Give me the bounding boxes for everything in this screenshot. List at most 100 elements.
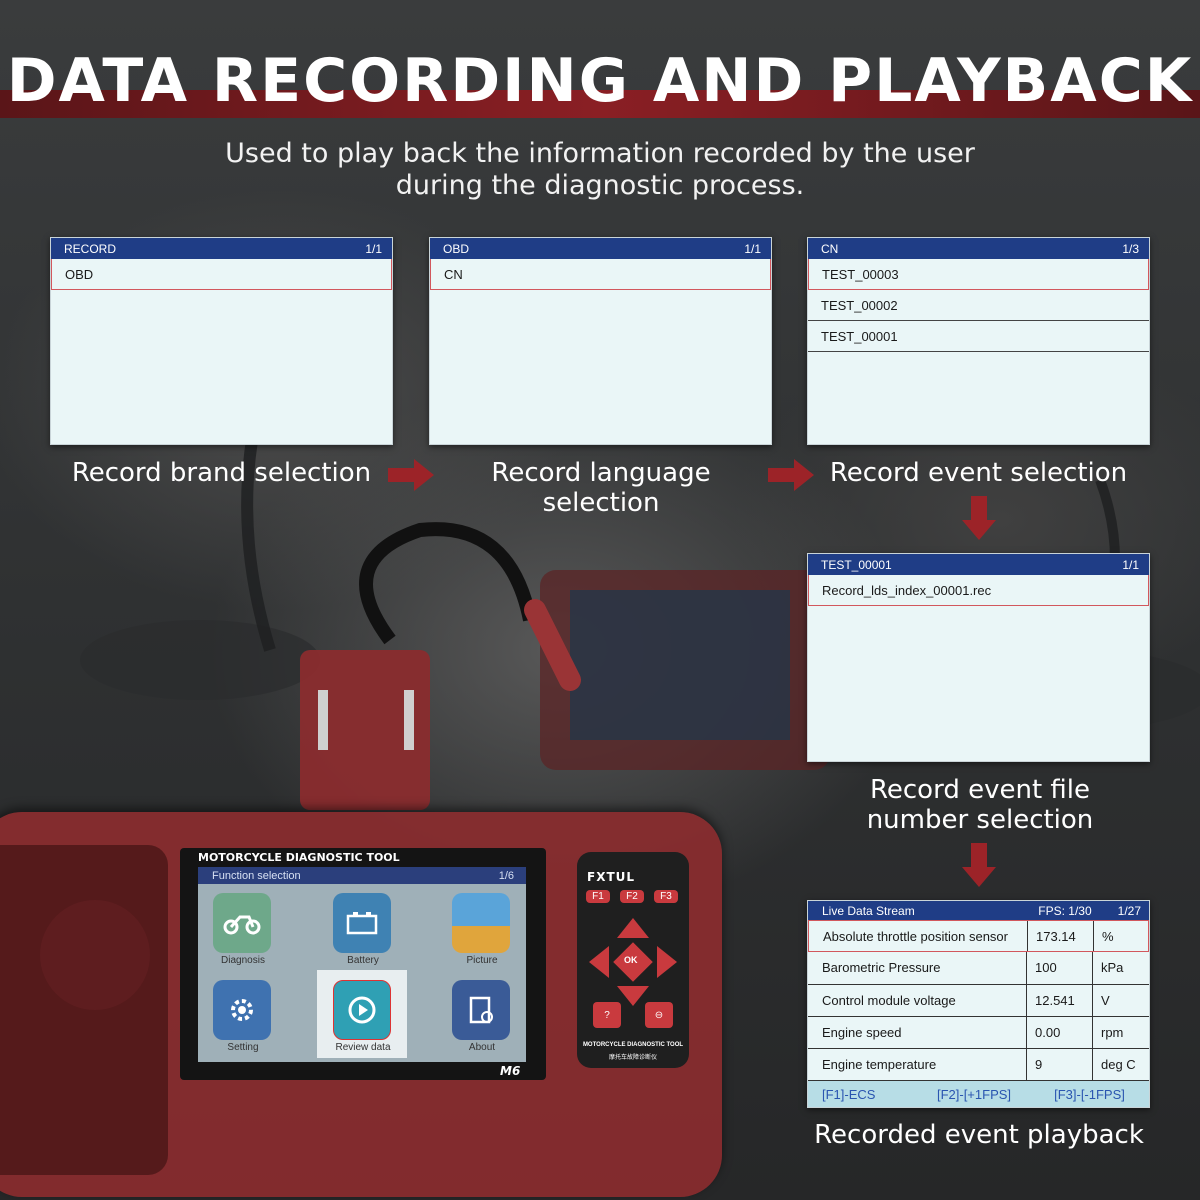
app-label: Diagnosis (221, 955, 265, 966)
keypad-brand: FXTUL (587, 870, 636, 884)
up-arrow-icon[interactable] (617, 918, 649, 938)
param-name: Engine temperature (808, 1049, 1027, 1081)
live-data-screen: Live Data Stream FPS: 1/30 1/27 Absolute… (807, 900, 1150, 1108)
gear-icon (231, 999, 253, 1021)
replay-icon (348, 996, 376, 1024)
ok-label: OK (624, 955, 638, 965)
arrow-right-icon (768, 459, 814, 491)
list-item[interactable]: TEST_00002 (808, 290, 1149, 321)
file-screen-header: TEST_00001 1/1 (808, 554, 1149, 575)
keypad: FXTUL F1 F2 F3 OK ? ⊖ MOTORCYCLE DIAGNOS… (577, 852, 689, 1068)
review-data-app-icon[interactable] (333, 980, 391, 1040)
back-button[interactable]: ⊖ (645, 1002, 673, 1028)
param-value: 0.00 (1027, 1016, 1093, 1049)
setting-app-icon[interactable] (213, 980, 271, 1040)
brand-screen-header: RECORD 1/1 (51, 238, 392, 259)
live-data-title: Live Data Stream (822, 903, 915, 918)
screen-page: 1/3 (1122, 241, 1139, 256)
device-brand-title: MOTORCYCLE DIAGNOSTIC TOOL (198, 851, 400, 864)
param-value: 12.541 (1027, 984, 1093, 1016)
param-name: Control module voltage (808, 984, 1027, 1016)
step-label-event: Record event selection (829, 458, 1128, 488)
app-label: Review data (335, 1042, 391, 1053)
device-ui-header: Function selection 1/6 (198, 867, 526, 884)
ok-button[interactable] (613, 942, 653, 982)
f3-button[interactable]: F3 (654, 890, 678, 903)
title-band (0, 90, 1200, 118)
device-side-grip (0, 845, 168, 1175)
step-label-brand: Record brand selection (71, 458, 372, 488)
right-arrow-icon[interactable] (657, 946, 677, 978)
table-row[interactable]: Engine speed 0.00 rpm (808, 1016, 1149, 1050)
language-screen: OBD 1/1 CN (429, 237, 772, 445)
list-item[interactable]: TEST_00001 (808, 321, 1149, 352)
param-name: Barometric Pressure (808, 952, 1027, 984)
function-selection-title: Function selection (212, 869, 301, 882)
step-label-file: Record event file number selection (866, 775, 1094, 835)
app-label: About (468, 1042, 496, 1053)
f2-button[interactable]: F2 (620, 890, 644, 903)
app-label: Setting (227, 1042, 259, 1053)
arrow-down-icon (962, 496, 996, 540)
table-row[interactable]: Engine temperature 9 deg C (808, 1049, 1149, 1082)
arrow-right-icon (388, 459, 434, 491)
table-row[interactable]: Barometric Pressure 100 kPa (808, 952, 1149, 985)
event-screen: CN 1/3 TEST_00003 TEST_00002 TEST_00001 (807, 237, 1150, 445)
list-item[interactable]: OBD (51, 259, 392, 290)
device-ui: Function selection 1/6 Diagnosis Battery… (198, 867, 526, 1062)
list-item[interactable]: TEST_00003 (808, 259, 1149, 290)
function-key-bar: [F1]-ECS [F2]-[+1FPS] [F3]-[-1FPS] (808, 1081, 1149, 1108)
help-button[interactable]: ? (593, 1002, 621, 1028)
param-value: 9 (1027, 1049, 1093, 1081)
keypad-caption-cn: 摩托车故障诊断仪 (608, 1055, 657, 1061)
f1-hint[interactable]: [F1]-ECS (822, 1086, 876, 1102)
list-item[interactable]: CN (430, 259, 771, 290)
file-screen: TEST_00001 1/1 Record_lds_index_00001.re… (807, 553, 1150, 762)
device-ui-page: 1/6 (498, 869, 514, 882)
info-doc-icon (469, 996, 493, 1024)
device-model: M6 (500, 1064, 521, 1078)
table-row[interactable]: Control module voltage 12.541 V (808, 984, 1149, 1017)
f3-hint[interactable]: [F3]-[-1FPS] (1054, 1086, 1125, 1102)
page-title: DATA RECORDING AND PLAYBACK (6, 46, 1194, 116)
f2-hint[interactable]: [F2]-[+1FPS] (936, 1086, 1012, 1102)
screen-title: CN (821, 241, 839, 256)
table-row[interactable]: Absolute throttle position sensor 173.14… (808, 920, 1149, 953)
param-unit: % (1102, 928, 1114, 944)
device-screen: MOTORCYCLE DIAGNOSTIC TOOL Function sele… (180, 848, 546, 1080)
about-app-icon[interactable] (452, 980, 510, 1040)
screen-title: RECORD (64, 241, 117, 256)
app-label: Picture (466, 955, 498, 966)
param-name: Absolute throttle position sensor (809, 921, 1028, 952)
diagnosis-app-icon[interactable] (213, 893, 271, 953)
param-value: 173.14 (1028, 921, 1094, 952)
param-value: 100 (1027, 952, 1093, 984)
language-screen-header: OBD 1/1 (430, 238, 771, 259)
device-knob (40, 900, 150, 1010)
param-name: Engine speed (808, 1016, 1027, 1049)
left-arrow-icon[interactable] (589, 946, 609, 978)
battery-icon (346, 912, 378, 935)
battery-app-icon[interactable] (333, 893, 391, 953)
screen-title: TEST_00001 (821, 557, 892, 572)
param-unit: kPa (1101, 960, 1124, 976)
dpad[interactable] (583, 912, 683, 1012)
motorcycle-icon (223, 915, 261, 935)
screen-page: 1/1 (365, 241, 382, 256)
event-screen-header: CN 1/3 (808, 238, 1149, 259)
picture-app-icon[interactable] (452, 893, 510, 953)
screen-page: 1/1 (1122, 557, 1139, 572)
down-arrow-icon[interactable] (617, 986, 649, 1006)
f1-button[interactable]: F1 (586, 890, 610, 903)
list-item[interactable]: Record_lds_index_00001.rec (808, 575, 1149, 606)
app-label: Battery (347, 955, 379, 966)
screen-page: 1/1 (744, 241, 761, 256)
param-unit: rpm (1101, 1025, 1124, 1041)
subtitle: Used to play back the information record… (225, 138, 975, 201)
param-unit: V (1101, 992, 1110, 1008)
arrow-down-icon (962, 843, 996, 887)
fps-indicator: FPS: 1/30 (1038, 903, 1092, 918)
brand-screen: RECORD 1/1 OBD (50, 237, 393, 445)
live-data-page: 1/27 (1117, 903, 1141, 918)
step-label-language: Record language selection (491, 458, 711, 518)
